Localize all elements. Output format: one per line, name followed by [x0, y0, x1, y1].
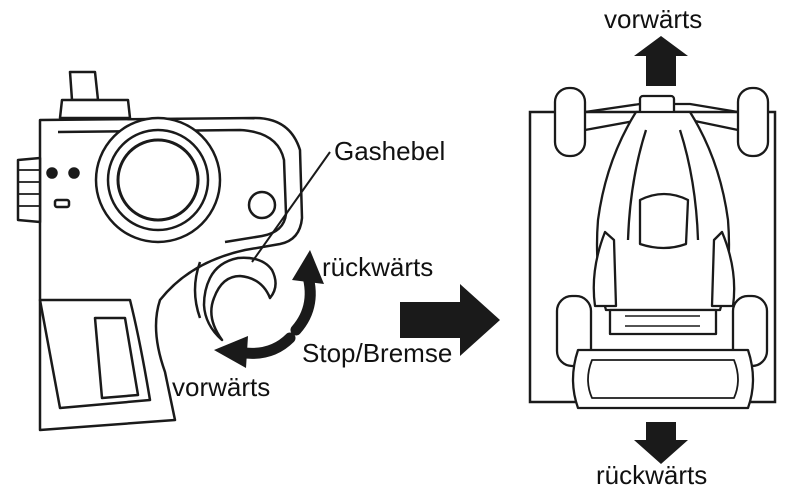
left-stop-brake-label: Stop/Bremse	[302, 338, 452, 368]
rear-wing	[571, 348, 755, 410]
throttle-lever-label: Gashebel	[334, 136, 445, 166]
throttle-trigger	[202, 256, 277, 342]
car-reverse-label: rückwärts	[596, 460, 707, 490]
throttle-leader-line	[251, 151, 331, 263]
front-left-wheel	[553, 86, 587, 158]
trim-knob	[16, 156, 42, 224]
car-reverse-arrow	[634, 422, 688, 464]
car-top-view	[553, 86, 770, 410]
car-forward-arrow	[634, 36, 688, 86]
reverse-curved-arrow	[290, 250, 324, 336]
controller-button	[247, 190, 277, 220]
remote-controller	[16, 70, 304, 432]
forward-curved-arrow	[214, 332, 296, 368]
controller-grip	[38, 298, 152, 410]
car-forward-label: vorwärts	[604, 4, 702, 34]
left-forward-label: vorwärts	[172, 372, 270, 402]
transfer-arrow	[400, 284, 500, 356]
left-reverse-label: rückwärts	[322, 252, 433, 282]
front-right-wheel	[736, 86, 770, 158]
